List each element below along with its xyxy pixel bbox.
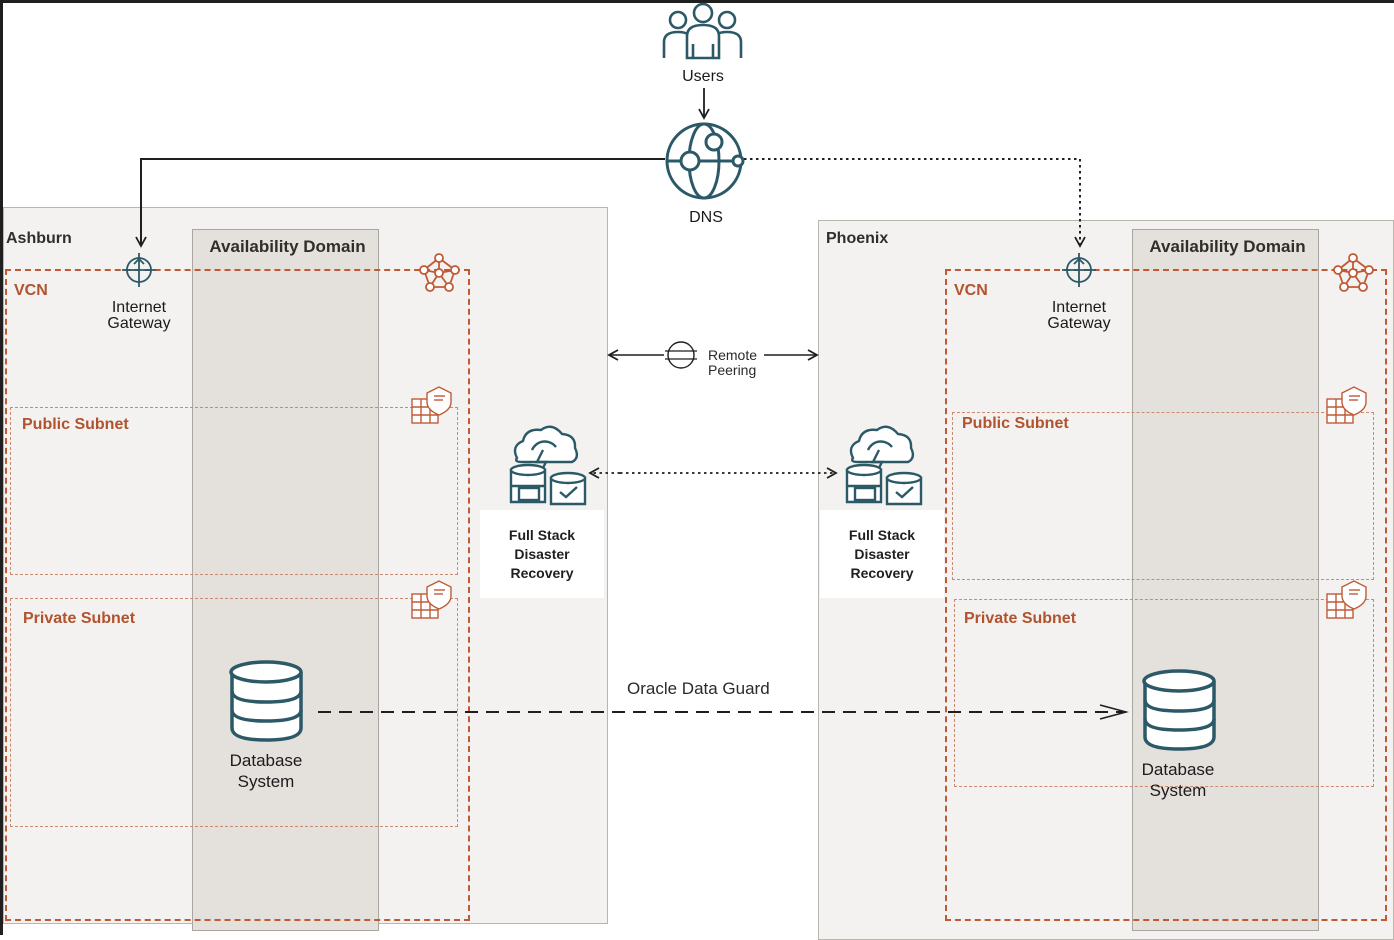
- vcn-phoenix-icon: [1333, 253, 1374, 292]
- vcn-phoenix-label: VCN: [954, 282, 988, 299]
- region-phoenix-label: Phoenix: [826, 230, 889, 247]
- frame-left-border: [0, 0, 3, 935]
- fsdr-ashburn-box[interactable]: [480, 510, 604, 598]
- fsdr-phoenix-box[interactable]: [820, 510, 944, 598]
- database-ashburn-icon: [229, 660, 303, 742]
- public-subnet-phoenix-security-icon: [1326, 386, 1367, 424]
- fsdr-ashburn-label: Full Stack Disaster Recovery: [508, 527, 576, 581]
- private-subnet-ashburn[interactable]: [10, 598, 458, 827]
- region-ashburn-label: Ashburn: [6, 230, 72, 247]
- public-subnet-ashburn-label: Public Subnet: [22, 416, 129, 433]
- fsdr-phoenix-icon: [845, 425, 923, 506]
- vcn-ashburn[interactable]: [5, 269, 470, 921]
- frame-top-border: [0, 0, 1394, 3]
- public-subnet-ashburn-security-icon: [411, 386, 452, 424]
- internet-gateway-ashburn-label: Internet Gateway: [107, 299, 171, 332]
- dns-globe-icon: [665, 122, 745, 200]
- fsdr-ashburn-icon: [509, 425, 587, 506]
- internet-gateway-phoenix-label: Internet Gateway: [1047, 299, 1111, 332]
- remote-peering-label: Remote Peering: [708, 347, 758, 378]
- internet-gateway-ashburn-icon: [122, 253, 156, 287]
- fsdr-phoenix-label: Full Stack Disaster Recovery: [848, 527, 916, 581]
- vcn-ashburn-label: VCN: [14, 282, 48, 299]
- private-subnet-phoenix-label: Private Subnet: [964, 610, 1077, 627]
- private-subnet-ashburn-security-icon: [411, 580, 452, 619]
- availability-domain-ashburn-label: Availability Domain: [209, 237, 366, 256]
- public-subnet-ashburn[interactable]: [10, 407, 458, 575]
- database-system-phoenix-label: Database System: [1141, 760, 1215, 800]
- oracle-data-guard-label: Oracle Data Guard: [627, 679, 770, 698]
- dns-to-ashburn-gateway-connector: [135, 158, 665, 248]
- dns-to-phoenix-gateway-connector: [744, 158, 1086, 248]
- vcn-phoenix[interactable]: [945, 269, 1387, 921]
- private-subnet-ashburn-label: Private Subnet: [23, 610, 136, 627]
- database-phoenix-icon: [1142, 669, 1216, 751]
- private-subnet-phoenix-security-icon: [1326, 580, 1367, 619]
- availability-domain-phoenix[interactable]: [1132, 229, 1319, 931]
- database-system-ashburn-label: Database System: [229, 751, 303, 791]
- users-icon: [662, 2, 743, 60]
- users-label: Users: [682, 68, 724, 85]
- availability-domain-ashburn[interactable]: [192, 229, 379, 931]
- dns-label: DNS: [689, 209, 723, 226]
- availability-domain-phoenix-label: Availability Domain: [1149, 237, 1306, 256]
- private-subnet-phoenix[interactable]: [954, 599, 1374, 787]
- vcn-ashburn-icon: [419, 253, 460, 292]
- public-subnet-phoenix[interactable]: [952, 412, 1374, 580]
- internet-gateway-phoenix-icon: [1062, 253, 1096, 287]
- public-subnet-phoenix-label: Public Subnet: [962, 415, 1069, 432]
- remote-peering-icon: [665, 341, 697, 369]
